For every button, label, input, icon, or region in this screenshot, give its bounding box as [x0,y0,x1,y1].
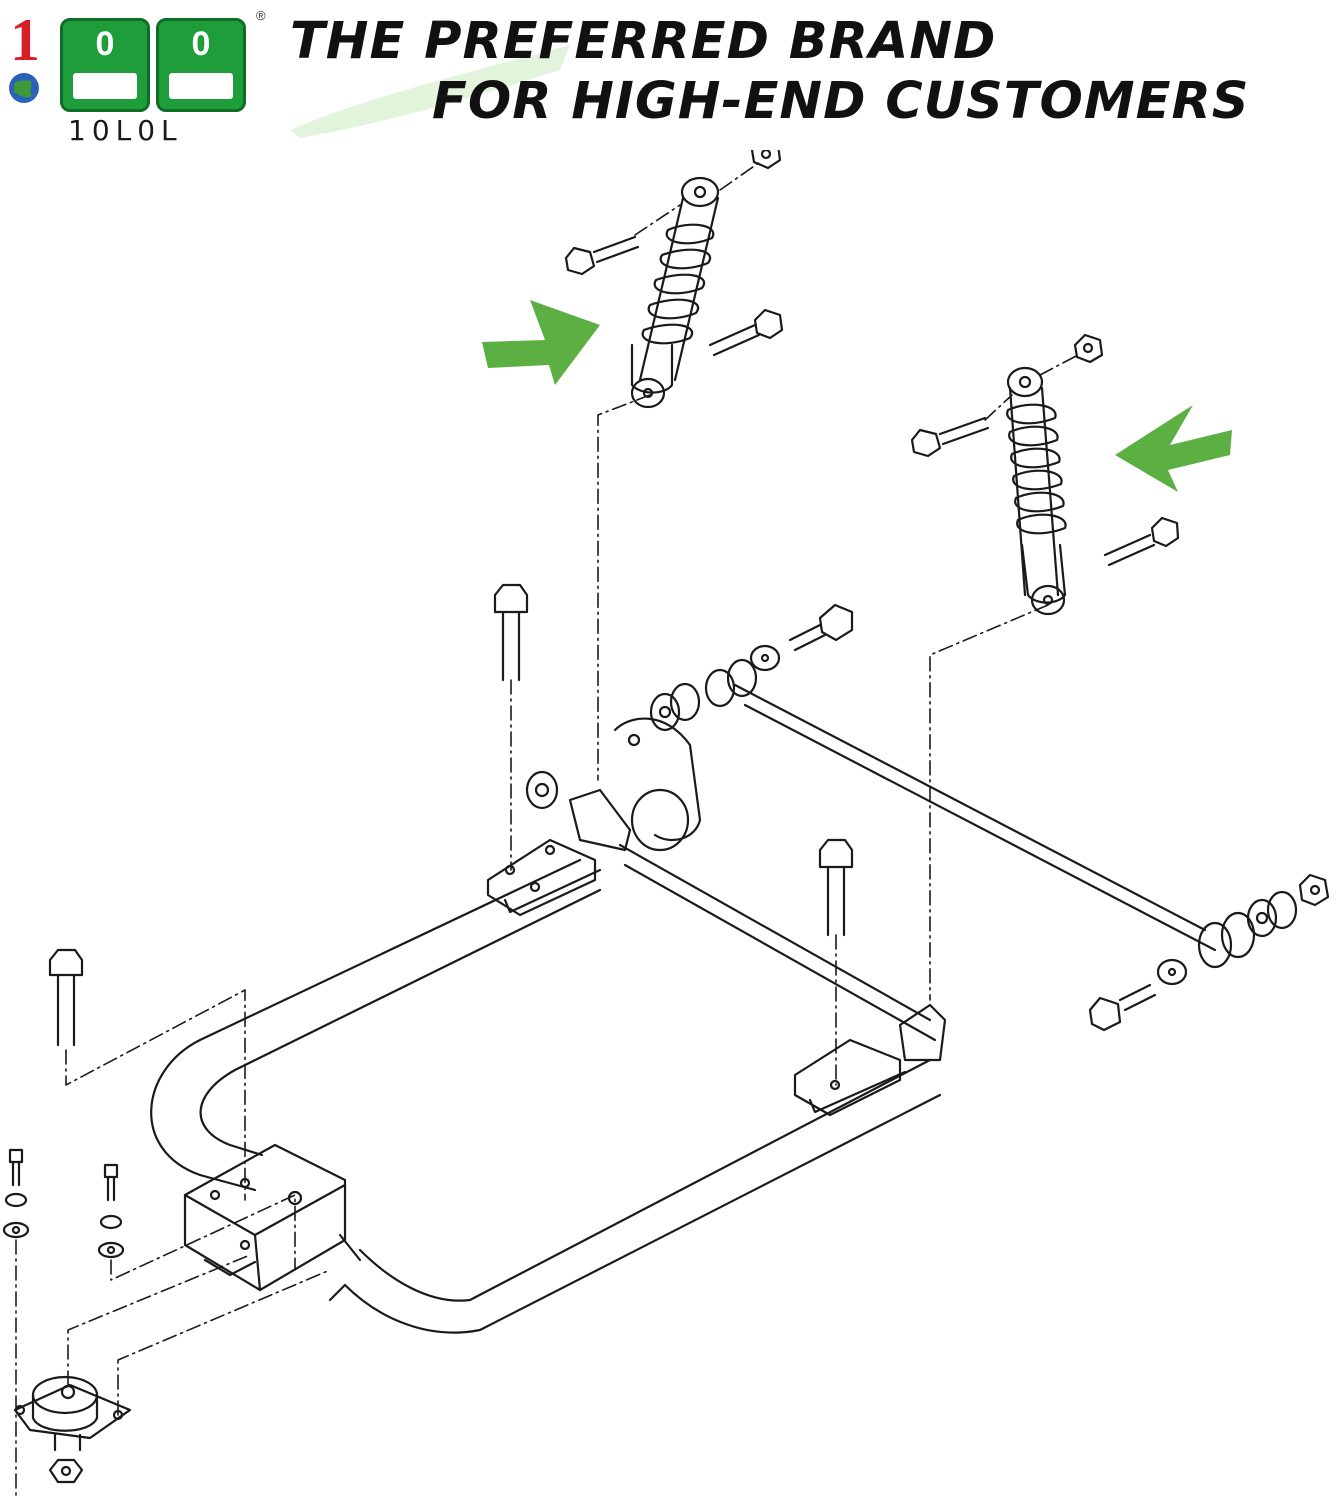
highlight-arrow-left [482,300,600,385]
registered-mark: ® [256,8,266,23]
green-brushstroke [290,45,570,138]
header: 1 0 0 10L0L ® THE PREFERRED BRAND FOR HI… [0,0,1344,150]
headline-line-2: FOR HIGH-END CUSTOMERS [432,72,1250,131]
logo-box-label: 0 [95,25,115,63]
lower-mount-bracket [793,1003,947,1117]
small-bolt-right [97,1163,125,1259]
logo-box: 0 [60,18,150,112]
brand-logo: 1 0 0 10L0L ® [6,6,276,147]
logo-box-inner [73,73,137,99]
lower-bushing-set [1088,873,1330,1032]
crossmember-box-bracket [183,1143,347,1292]
globe-icon [9,73,39,103]
upper-mount-bracket [486,717,702,917]
suspension-exploded-diagram [2,150,1330,1500]
upper-bushing-set [525,603,854,810]
rear-shock-absorber-right [910,333,1180,616]
headline-line-1: THE PREFERRED BRAND [290,12,997,71]
logo-box-label: 0 [191,25,211,63]
assembly-guide-lines [15,161,1079,1500]
highlight-arrow-right [1115,405,1232,492]
long-bolt-center [493,583,529,682]
small-bolt-left [2,1148,30,1239]
logo-box: 0 [156,18,246,112]
logo-digit: 1 [10,7,40,73]
rubber-mount [13,1375,132,1484]
logo-wordmark: 10L0L [68,114,183,147]
sway-bar [733,683,1217,952]
rear-shock-absorber-left [564,150,784,409]
logo-box-inner [169,73,233,99]
long-bolt-far-left [48,948,84,1047]
long-bolt-right [818,838,854,937]
rear-frame [150,843,942,1334]
